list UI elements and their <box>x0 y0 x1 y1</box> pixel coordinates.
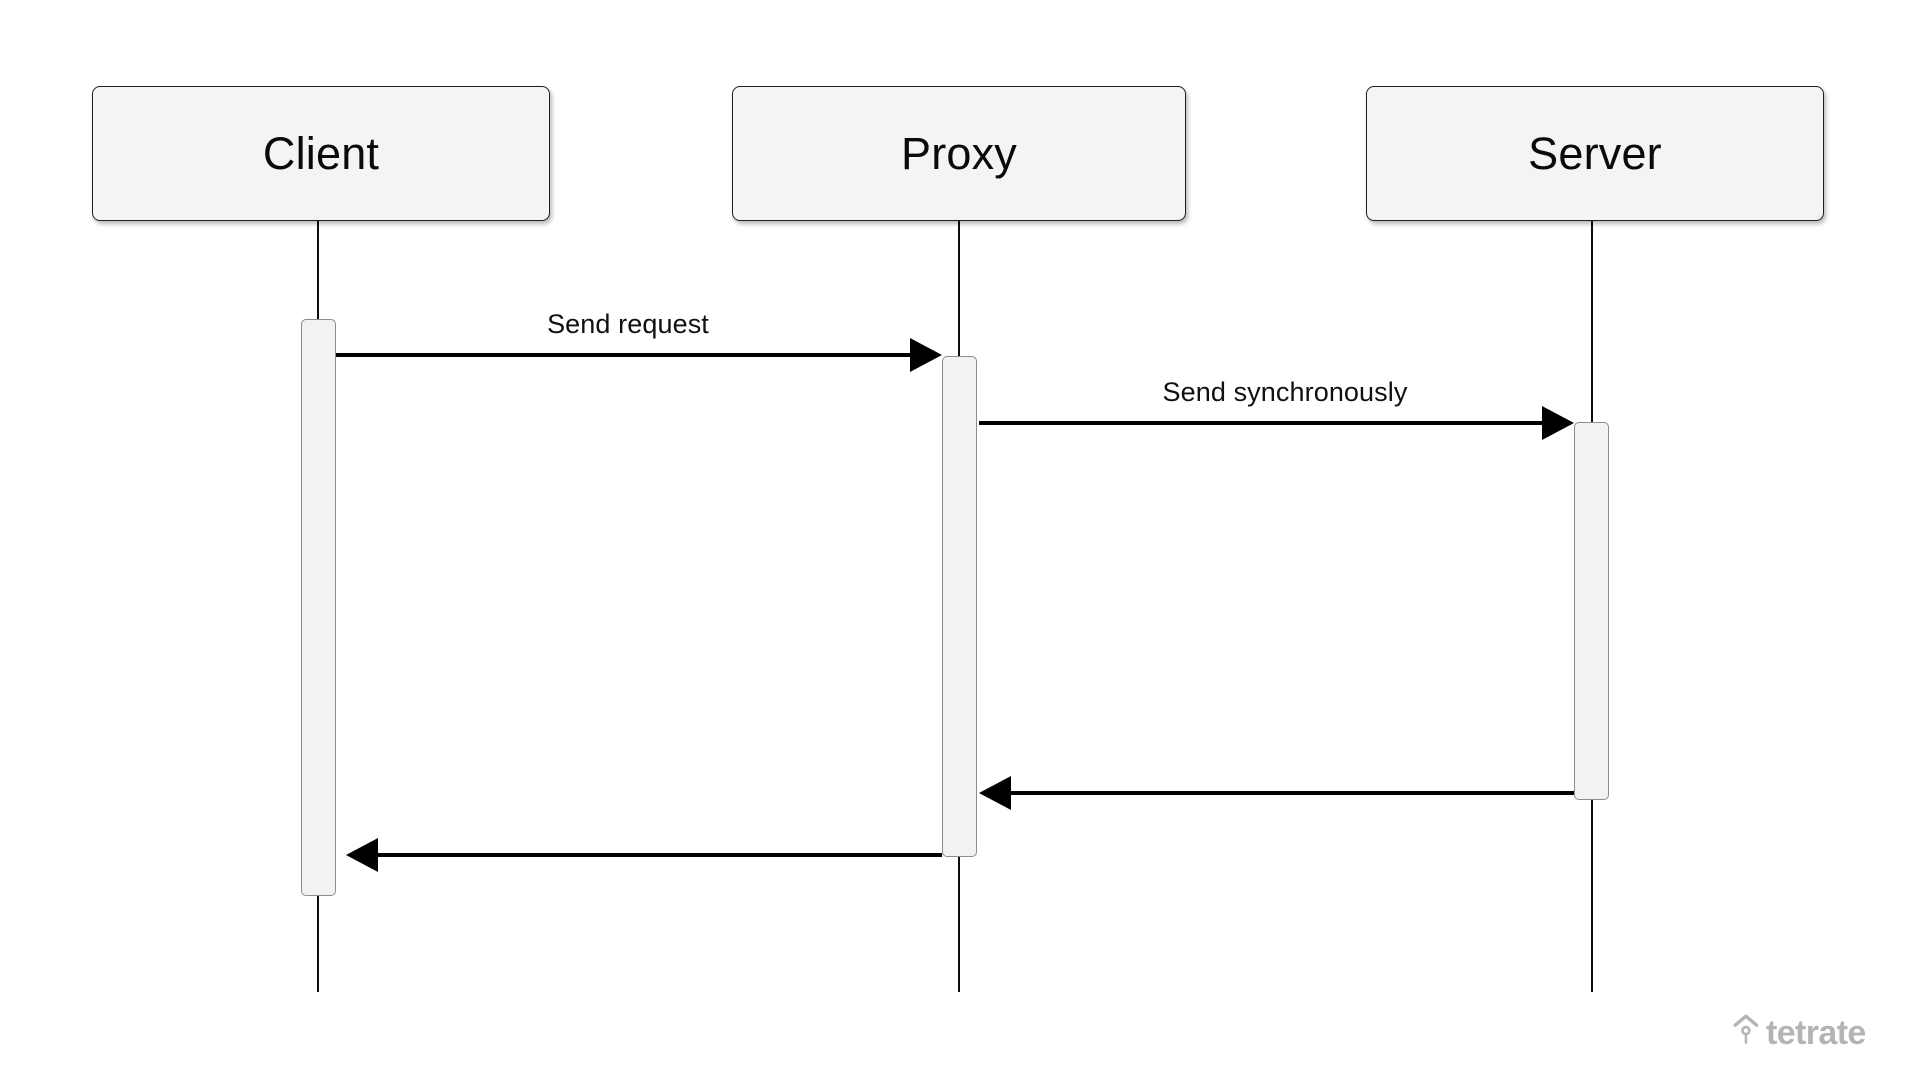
participant-label-client: Client <box>262 128 380 179</box>
arrow-head-left-proxy-return <box>346 838 378 872</box>
participant-label-server: Server <box>1528 128 1662 179</box>
activation-bar-client <box>301 319 336 896</box>
message-label-send-synchronously: Send synchronously <box>1162 377 1408 407</box>
arrow-head-right-send-request <box>910 338 942 372</box>
arrow-head-right-send-synchronously <box>1542 406 1574 440</box>
participant-box-client[interactable]: Client <box>92 86 550 221</box>
participant-label-proxy: Proxy <box>900 128 1018 179</box>
message-line-server-return <box>1011 791 1574 795</box>
participant-box-server[interactable]: Server <box>1366 86 1824 221</box>
arrow-head-left-server-return <box>979 776 1011 810</box>
tetrate-logo-icon <box>1733 1014 1759 1051</box>
tetrate-watermark-text: tetrate <box>1766 1013 1866 1052</box>
tetrate-watermark: tetrate <box>1733 1014 1866 1051</box>
message-line-send-synchronously <box>979 421 1542 425</box>
activation-bar-server <box>1574 422 1609 800</box>
message-label-send-request: Send request <box>547 309 709 339</box>
participant-box-proxy[interactable]: Proxy <box>732 86 1186 221</box>
message-line-proxy-return <box>378 853 942 857</box>
message-line-send-request <box>336 353 912 357</box>
activation-bar-proxy <box>942 356 977 857</box>
